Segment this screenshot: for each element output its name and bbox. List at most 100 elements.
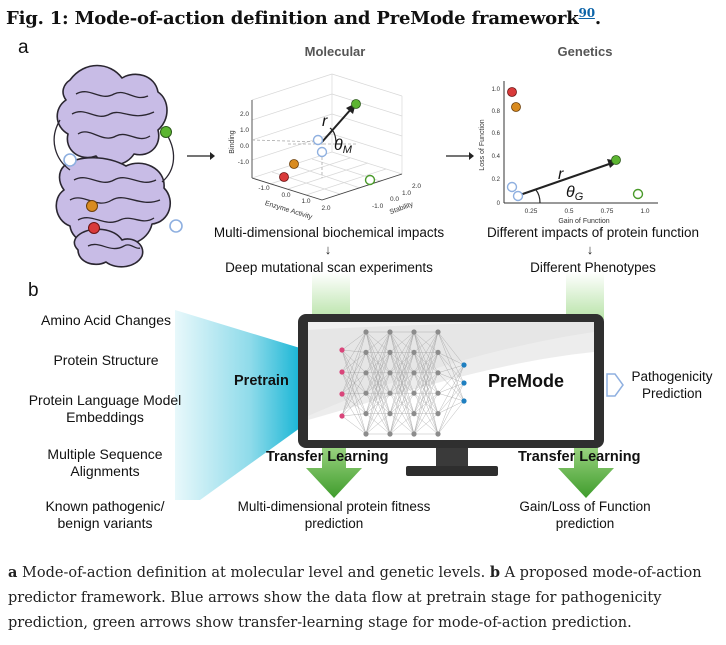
network-edge — [437, 364, 465, 414]
network-edge — [365, 331, 391, 353]
network-edge — [437, 352, 465, 366]
network-edge — [341, 371, 367, 414]
monitor-stand-base — [406, 466, 498, 476]
figure-ref[interactable]: 90 — [578, 6, 596, 20]
gen-y-tick-1: 1.0 — [492, 87, 501, 93]
network-edge — [365, 413, 391, 435]
network-edge — [365, 331, 391, 414]
dms-experiments-label: Deep mutational scan experiments — [225, 260, 433, 275]
pretrain-cone — [175, 310, 300, 500]
network-edge — [365, 372, 391, 435]
mol-point-blue-2 — [316, 146, 328, 158]
network-edge — [341, 331, 367, 373]
molecular-caption: Multi-dimensional biochemical impacts — [213, 225, 445, 240]
network-edge — [341, 393, 367, 414]
hidden-node — [387, 411, 393, 417]
mol-vector — [321, 107, 353, 143]
network-edge — [365, 393, 391, 435]
network-edge — [389, 331, 415, 394]
network-edge — [365, 331, 391, 394]
network-edge — [437, 331, 465, 402]
gen-x-label: Gain of Function — [558, 218, 609, 225]
input-protein-structure: Protein Structure — [53, 352, 159, 368]
mol-x-tick-3: 1.0 — [301, 198, 310, 205]
caption-a-text: Mode-of-action definition at molecular l… — [17, 565, 490, 581]
mol-x-tick-1: -1.0 — [258, 185, 270, 192]
gen-x-tick-2: 0.5 — [564, 208, 573, 215]
network-edge — [341, 372, 367, 417]
gen-x-tick-3: 0.75 — [601, 208, 614, 215]
network-edge — [341, 331, 367, 395]
protein-site-blue — [63, 153, 77, 167]
mol-vector-label: r — [322, 113, 328, 130]
network-edge — [341, 349, 367, 435]
hidden-node — [387, 329, 393, 335]
network-edge — [341, 331, 367, 351]
network-edge — [341, 352, 367, 373]
network-edge — [413, 331, 439, 353]
network-edge — [389, 331, 415, 435]
gen-point-blue-1 — [506, 181, 518, 193]
hidden-node — [411, 390, 417, 396]
input-amino-acid-changes: Amino Acid Changes — [41, 312, 171, 328]
network-edge — [341, 352, 367, 395]
protein-site-blue-2 — [169, 219, 183, 233]
network-edge — [413, 372, 439, 435]
network-edge — [437, 331, 465, 384]
transfer-learning-left-label: Transfer Learning — [266, 449, 389, 465]
gen-y-tick-2: 0.8 — [492, 109, 501, 115]
gen-x-tick-4: 1.0 — [640, 208, 649, 215]
network-edge — [365, 331, 391, 373]
network-edge — [437, 364, 465, 394]
output-node — [461, 398, 467, 404]
gen-point-green-open — [632, 188, 644, 200]
figure-caption: a Mode-of-action definition at molecular… — [8, 560, 720, 636]
hidden-node — [363, 431, 369, 437]
hidden-node — [363, 370, 369, 376]
network-edge — [413, 331, 439, 394]
mol-point-green-top — [351, 99, 361, 109]
input-plm-embeddings: Protein Language Model Embeddings — [28, 392, 182, 425]
caption-a-letter: a — [8, 564, 18, 581]
protein-site-orange — [86, 200, 98, 212]
mol-point-blue-1 — [312, 134, 324, 146]
mol-point-orange — [289, 159, 299, 169]
premode-model-name: PreMode — [488, 371, 565, 391]
hidden-node — [363, 390, 369, 396]
input-node — [339, 413, 345, 419]
protein-site-red — [88, 222, 100, 234]
network-edge — [389, 331, 415, 414]
network-edge — [437, 382, 465, 414]
mol-z-tick-2: 1.0 — [402, 190, 411, 197]
gen-point-green — [611, 155, 621, 165]
network-edge — [341, 349, 367, 353]
hidden-node — [411, 411, 417, 417]
gen-vector-label: r — [558, 166, 564, 183]
molecular-down-arrow: ↓ — [324, 242, 332, 257]
hidden-node — [411, 349, 417, 355]
figure-title-suffix: . — [594, 8, 601, 29]
network-edge — [437, 352, 465, 402]
gen-angle-arc — [535, 189, 541, 204]
network-edge — [341, 349, 367, 394]
molecular-3d-plot: Binding 2.0 1.0 0.0 -1.0 -1.0 0.0 1.0 2.… — [229, 73, 421, 221]
hidden-node — [435, 390, 441, 396]
figure-ref-link[interactable]: 90 — [578, 6, 596, 20]
hidden-node — [387, 431, 393, 437]
mol-z-tick-3: 0.0 — [390, 196, 399, 203]
network-edge — [389, 372, 415, 435]
network-edge — [389, 393, 415, 435]
figure-title-text: Fig. 1: Mode-of-action definition and Pr… — [6, 8, 579, 29]
genetics-2d-plot: Loss of Function 1.0 0.8 0.6 0.4 0.2 0 0… — [479, 81, 658, 225]
network-edge — [341, 352, 367, 417]
gen-y-tick-6: 0 — [497, 201, 501, 207]
mol-point-green-open — [364, 174, 376, 186]
network-edge — [437, 372, 465, 402]
hidden-node — [387, 349, 393, 355]
figure-title: Fig. 1: Mode-of-action definition and Pr… — [6, 6, 601, 29]
network-edge — [341, 413, 367, 417]
premode-monitor — [298, 314, 604, 476]
caption-b-text: A proposed mode-of-action predictor fram… — [8, 565, 702, 631]
network-edge — [413, 331, 439, 414]
mol-angle-label: θM — [334, 137, 353, 156]
